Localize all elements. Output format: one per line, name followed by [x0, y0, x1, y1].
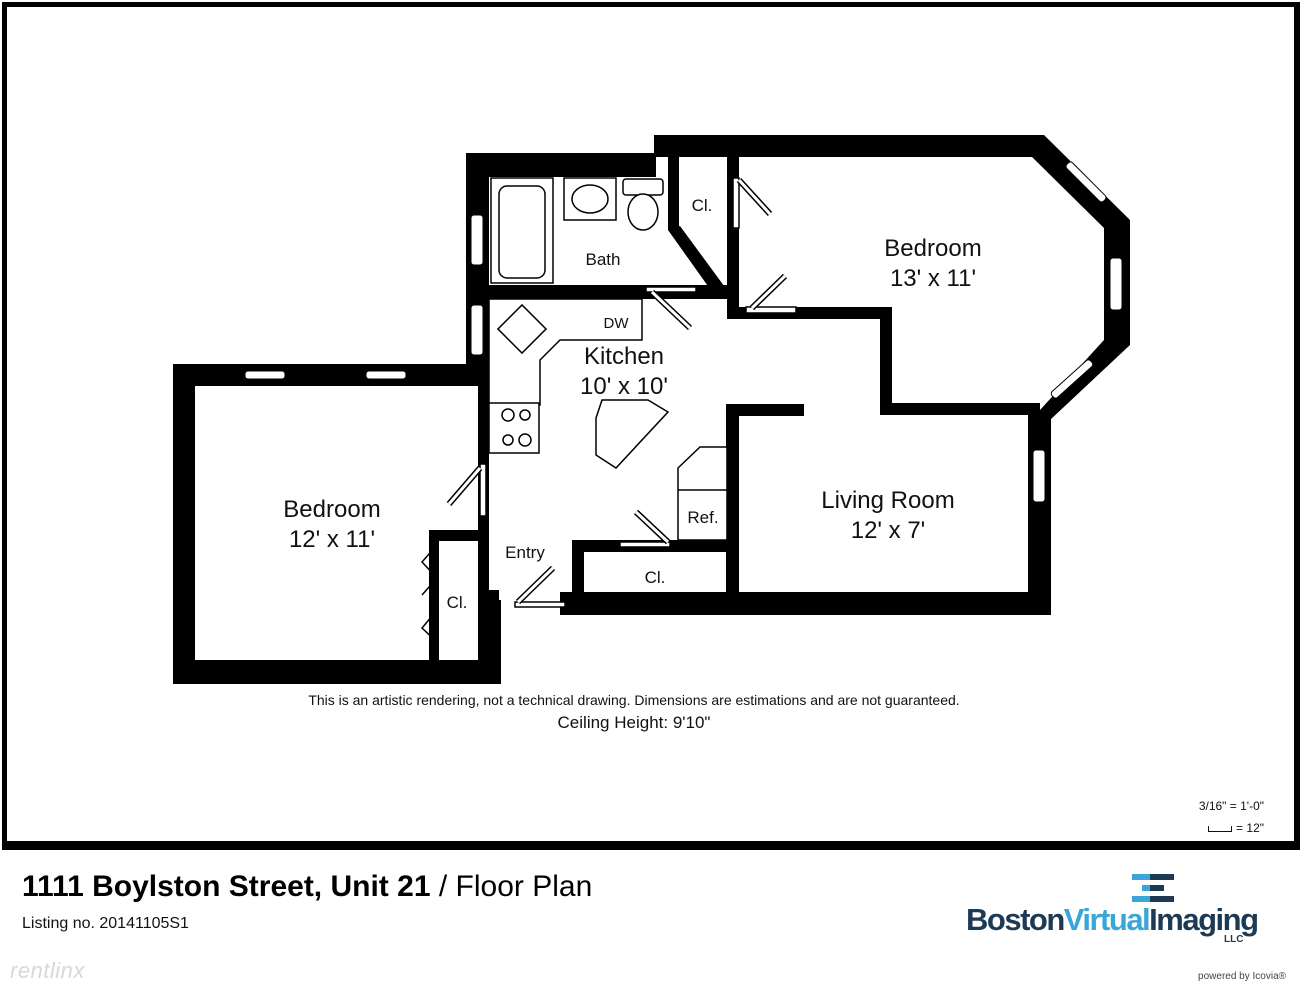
bedroom-2-dimensions: 12' x 11' [289, 526, 375, 553]
stove [488, 402, 540, 454]
watermark: rentlinx [10, 958, 85, 983]
closet-top-label: Cl. [692, 196, 713, 215]
address: 1111 Boylston Street, Unit 21 [22, 870, 431, 903]
living-room-dimensions: 12' x 7' [851, 517, 926, 544]
entry-label: Entry [505, 543, 545, 562]
windows [244, 161, 1123, 503]
bedroom-1-dimensions: 13' x 11' [890, 265, 976, 292]
floor-plan: Bedroom 13' x 11' Bedroom 12' x 11' Kitc… [173, 135, 1130, 684]
kitchen-island [595, 399, 670, 469]
company-logo: BostonVirtualImaging LLC [966, 872, 1266, 945]
fixtures [488, 177, 728, 541]
logo-mark-icon [1132, 874, 1174, 902]
page-title: 1111 Boylston Street, Unit 21 / Floor Pl… [22, 870, 592, 904]
logo-llc: LLC [1224, 934, 1244, 945]
powered-by: powered by Icovia® [1198, 971, 1286, 982]
scale-bar-icon [1208, 826, 1233, 832]
closet-bedroom-label: Cl. [447, 593, 468, 612]
logo-wordmark: BostonVirtualImaging [966, 902, 1259, 937]
kitchen-name: Kitchen [584, 343, 664, 370]
listing-number: Listing no. 20141105S1 [22, 915, 189, 932]
refrigerator [677, 446, 728, 541]
living-room-name: Living Room [821, 487, 954, 514]
bedroom-1-name: Bedroom [884, 235, 981, 262]
ceiling-height: Ceiling Height: 9'10" [557, 713, 711, 732]
closet-entry-label: Cl. [645, 568, 666, 587]
doors [420, 177, 797, 643]
refrigerator-label: Ref. [687, 508, 718, 527]
title-separator: / [430, 870, 456, 903]
bath-name: Bath [586, 250, 621, 269]
kitchen-dimensions: 10' x 10' [580, 373, 668, 400]
disclaimer: This is an artistic rendering, not a tec… [308, 692, 960, 708]
doc-type: Floor Plan [455, 870, 593, 903]
drawing-frame [2, 2, 1300, 850]
scale-ratio: 3/16" = 1'-0" [1198, 799, 1264, 813]
scale-bar: = 12" [1208, 821, 1264, 835]
dishwasher-label: DW [604, 315, 630, 332]
toilet [622, 178, 664, 196]
bedroom-2-name: Bedroom [283, 496, 380, 523]
kitchen-sink [496, 303, 548, 355]
